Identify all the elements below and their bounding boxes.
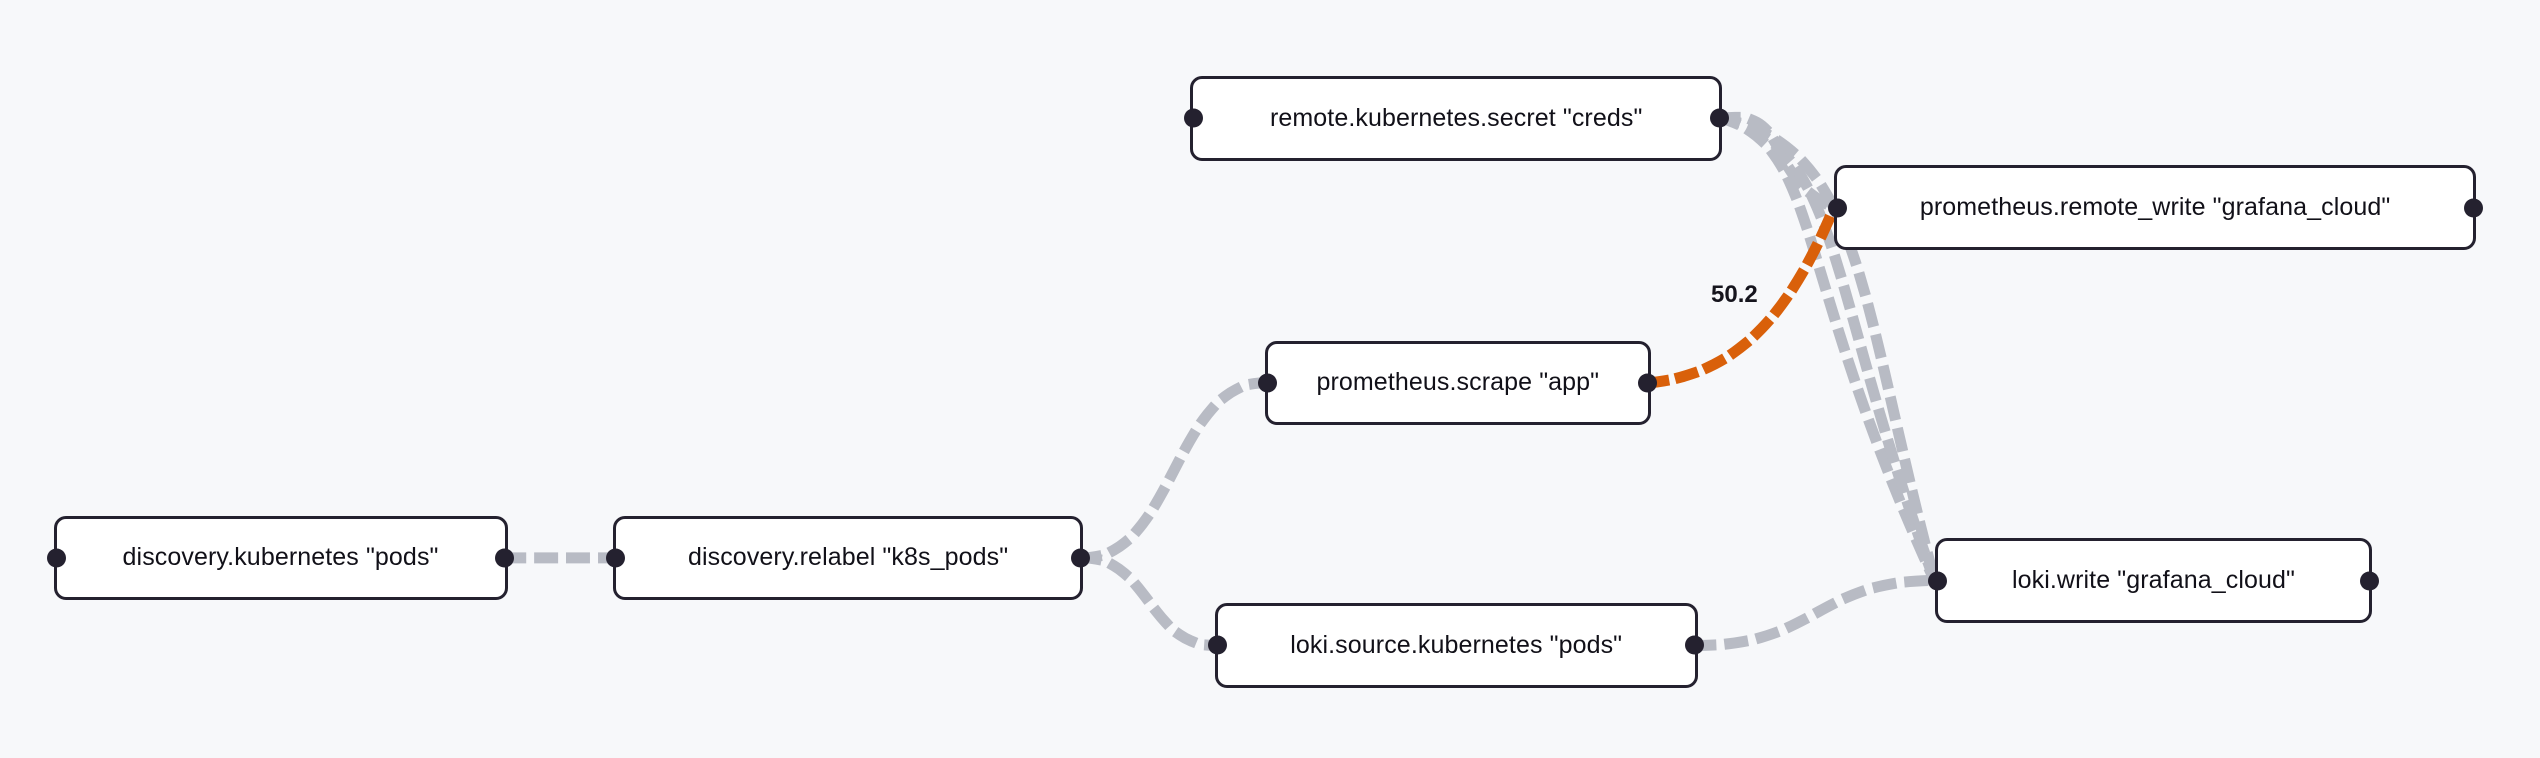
graph-node-loki-write-grafana-cloud[interactable]: loki.write "grafana_cloud"	[1928, 538, 2379, 623]
graph-edge-e-loki-source-to-loki-write[interactable]	[1692, 575, 1941, 651]
graph-node-label: discovery.relabel "k8s_pods"	[687, 543, 1009, 572]
graph-node-label: loki.write "grafana_cloud"	[2011, 566, 2295, 595]
graph-node-label: loki.source.kubernetes "pods"	[1290, 630, 1623, 659]
node-output-port[interactable]	[1709, 108, 1729, 128]
graph-edge-e-secret-to-remote-write[interactable]	[1715, 111, 1842, 215]
edge-label-label-scrape-rate: 50.2	[1711, 281, 1758, 308]
graph-edge-e-relabel-to-scrape[interactable]	[1077, 377, 1271, 564]
node-input-port[interactable]	[47, 548, 66, 568]
graph-node-label: prometheus.remote_write "grafana_cloud"	[1919, 193, 2391, 222]
graph-node-discovery-kubernetes-pods[interactable]: discovery.kubernetes "pods"	[47, 515, 515, 600]
graph-node-label: remote.kubernetes.secret "creds"	[1269, 103, 1643, 132]
node-output-port[interactable]	[2359, 571, 2379, 591]
node-output-port[interactable]	[495, 548, 515, 568]
graph-node-label: prometheus.scrape "app"	[1316, 368, 1600, 397]
node-input-port[interactable]	[1827, 198, 1847, 218]
graph-node-discovery-relabel-k8s-pods[interactable]: discovery.relabel "k8s_pods"	[606, 515, 1090, 600]
graph-node-prometheus-scrape-app[interactable]: prometheus.scrape "app"	[1258, 340, 1658, 425]
graph-node-label: discovery.kubernetes "pods"	[122, 543, 439, 572]
node-output-port[interactable]	[2463, 198, 2483, 218]
graph-node-loki-source-kubernetes-pods[interactable]: loki.source.kubernetes "pods"	[1208, 603, 1705, 688]
node-input-port[interactable]	[1928, 571, 1948, 591]
graph-edge-e-relabel-to-loki-source[interactable]	[1077, 552, 1221, 651]
node-input-port[interactable]	[1208, 635, 1228, 655]
node-output-port[interactable]	[1638, 373, 1658, 393]
graph-node-prometheus-remote-write-grafana-cloud[interactable]: prometheus.remote_write "grafana_cloud"	[1827, 165, 2483, 250]
node-output-port[interactable]	[1685, 635, 1705, 655]
node-input-port[interactable]	[1183, 108, 1203, 128]
node-input-port[interactable]	[1258, 373, 1278, 393]
node-output-port[interactable]	[1070, 548, 1090, 568]
graph-node-remote-kubernetes-secret-creds[interactable]: remote.kubernetes.secret "creds"	[1183, 76, 1729, 161]
node-input-port[interactable]	[606, 548, 626, 568]
